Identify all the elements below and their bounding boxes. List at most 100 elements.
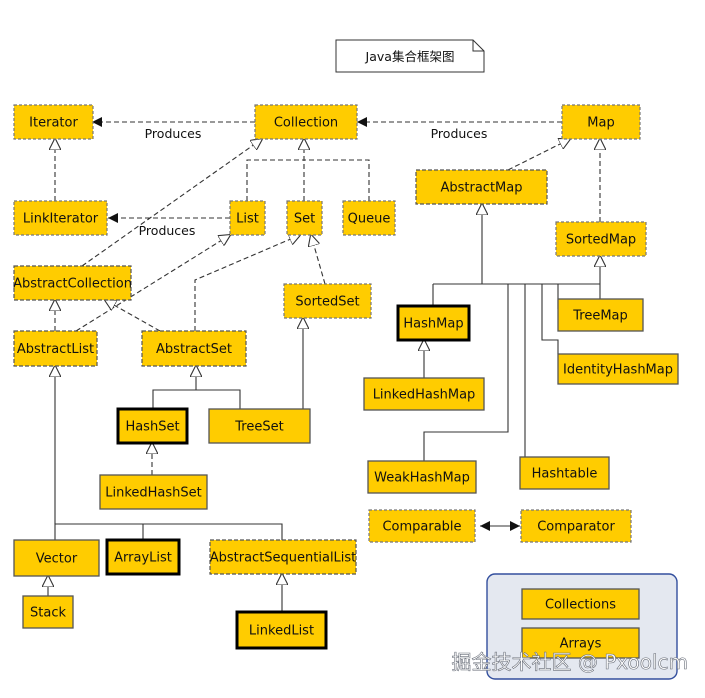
- node-treeset: TreeSet: [208, 408, 311, 444]
- node-label-treeset: TreeSet: [234, 420, 283, 435]
- node-box-abstractlist: [13, 330, 98, 367]
- node-abstractcollection: AbstractCollection: [13, 265, 132, 301]
- node-abstractsequentiallist: AbstractSequentialList: [209, 539, 357, 575]
- node-box-collections: [521, 588, 640, 620]
- node-box-map: [561, 104, 641, 140]
- node-label-linkedlist: LinkedList: [249, 624, 314, 639]
- node-label-arrays: Arrays: [560, 637, 602, 652]
- node-hashmap: HashMap: [396, 304, 471, 342]
- node-label-linkedhashset: LinkedHashSet: [105, 486, 202, 501]
- edge-list-collection: [246, 159, 304, 201]
- edge-sortedset-set: [311, 235, 326, 285]
- produces-label-linkiterator: Produces: [139, 223, 196, 238]
- node-label-queue: Queue: [348, 212, 391, 227]
- node-box-identityhashmap: [557, 353, 679, 385]
- node-label-set: Set: [294, 212, 315, 227]
- edge-queue-collection: [304, 159, 370, 201]
- node-hashtable: Hashtable: [519, 456, 610, 490]
- node-abstractlist: AbstractList: [13, 330, 98, 367]
- node-label-list: List: [236, 212, 259, 227]
- node-box-queue: [342, 200, 396, 236]
- node-box-comparable: [368, 509, 476, 543]
- node-box-set: [286, 200, 323, 236]
- edge-treeset-abstractset: [196, 389, 241, 409]
- edge-abstractmap-map: [507, 139, 570, 171]
- edge-abstractset-set: [194, 235, 300, 331]
- node-label-hashmap: HashMap: [403, 317, 463, 332]
- node-label-weakhashmap: WeakHashMap: [374, 471, 470, 486]
- node-label-hashset: HashSet: [125, 420, 179, 435]
- node-arrays: Arrays: [521, 627, 640, 659]
- node-box-stack: [22, 595, 74, 629]
- node-iterator: Iterator: [13, 104, 94, 140]
- node-box-linkedhashmap: [363, 377, 485, 411]
- node-linkedlist: LinkedList: [235, 610, 328, 650]
- node-box-weakhashmap: [367, 460, 477, 494]
- node-label-abstractcollection: AbstractCollection: [13, 277, 132, 292]
- node-sortedmap: SortedMap: [555, 221, 647, 257]
- edge-treeset-sortedset: [290, 318, 303, 410]
- node-box-linkedhashset: [99, 474, 208, 510]
- node-map: Map: [561, 104, 641, 140]
- node-label-treemap: TreeMap: [572, 309, 628, 324]
- node-label-linkiterator: LinkIterator: [23, 212, 99, 227]
- node-abstractset: AbstractSet: [141, 330, 247, 367]
- node-label-abstractsequentiallist: AbstractSequentialList: [210, 551, 357, 566]
- node-abstractmap: AbstractMap: [415, 169, 548, 205]
- node-label-linkedhashmap: LinkedHashMap: [373, 388, 476, 403]
- node-weakhashmap: WeakHashMap: [367, 460, 477, 494]
- node-box-arraylist: [105, 538, 181, 576]
- node-box-list: [229, 200, 266, 236]
- title-note: Java集合框架图: [335, 39, 485, 73]
- node-label-collection: Collection: [274, 116, 338, 131]
- node-label-collections: Collections: [545, 598, 616, 613]
- node-identityhashmap: IdentityHashMap: [557, 353, 679, 385]
- node-box-sortedmap: [555, 221, 647, 257]
- node-box-treeset: [208, 408, 311, 444]
- node-sortedset: SortedSet: [283, 283, 372, 319]
- relation-labels: Produces Produces Produces: [139, 126, 488, 238]
- node-collections: Collections: [521, 588, 640, 620]
- node-comparable: Comparable: [368, 509, 476, 543]
- node-label-comparable: Comparable: [382, 520, 461, 535]
- node-list: List: [229, 200, 266, 236]
- node-box-hashset: [116, 407, 189, 445]
- node-treemap: TreeMap: [557, 298, 644, 332]
- node-label-comparator: Comparator: [537, 520, 615, 535]
- node-linkedhashmap: LinkedHashMap: [363, 377, 485, 411]
- node-box-iterator: [13, 104, 94, 140]
- edge-list-bus: [54, 523, 283, 540]
- node-label-sortedmap: SortedMap: [566, 233, 636, 248]
- edge-abstractcollection-collection: [81, 139, 262, 267]
- edge-abstractset-abstractcollection: [105, 300, 161, 332]
- node-label-arraylist: ArrayList: [114, 551, 172, 566]
- node-collection: Collection: [254, 104, 358, 140]
- produces-label-collection: Produces: [431, 126, 488, 141]
- node-box-collection: [254, 104, 358, 140]
- edge-weakhashmap-bus: [423, 284, 509, 461]
- edge-identityhashmap-bus: [541, 284, 559, 354]
- node-box-arrays: [521, 627, 640, 659]
- node-box-abstractcollection: [13, 265, 132, 301]
- edge-hashset-abstractset: [152, 389, 196, 409]
- node-label-map: Map: [587, 116, 614, 131]
- node-label-abstractmap: AbstractMap: [440, 181, 522, 196]
- node-box-abstractset: [141, 330, 247, 367]
- node-box-hashmap: [396, 304, 471, 342]
- node-stack: Stack: [22, 595, 74, 629]
- node-comparator: Comparator: [520, 509, 632, 543]
- node-box-vector: [13, 539, 100, 577]
- node-box-hashtable: [519, 456, 610, 490]
- node-label-stack: Stack: [30, 606, 66, 621]
- node-linkedhashset: LinkedHashSet: [99, 474, 208, 510]
- node-box-linkedlist: [235, 610, 328, 650]
- node-set: Set: [286, 200, 323, 236]
- node-label-hashtable: Hashtable: [532, 467, 598, 482]
- edge-abstractlist-list: [75, 235, 230, 332]
- node-queue: Queue: [342, 200, 396, 236]
- node-label-abstractlist: AbstractList: [17, 342, 94, 357]
- node-hashset: HashSet: [116, 407, 189, 445]
- node-box-abstractsequentiallist: [209, 539, 357, 575]
